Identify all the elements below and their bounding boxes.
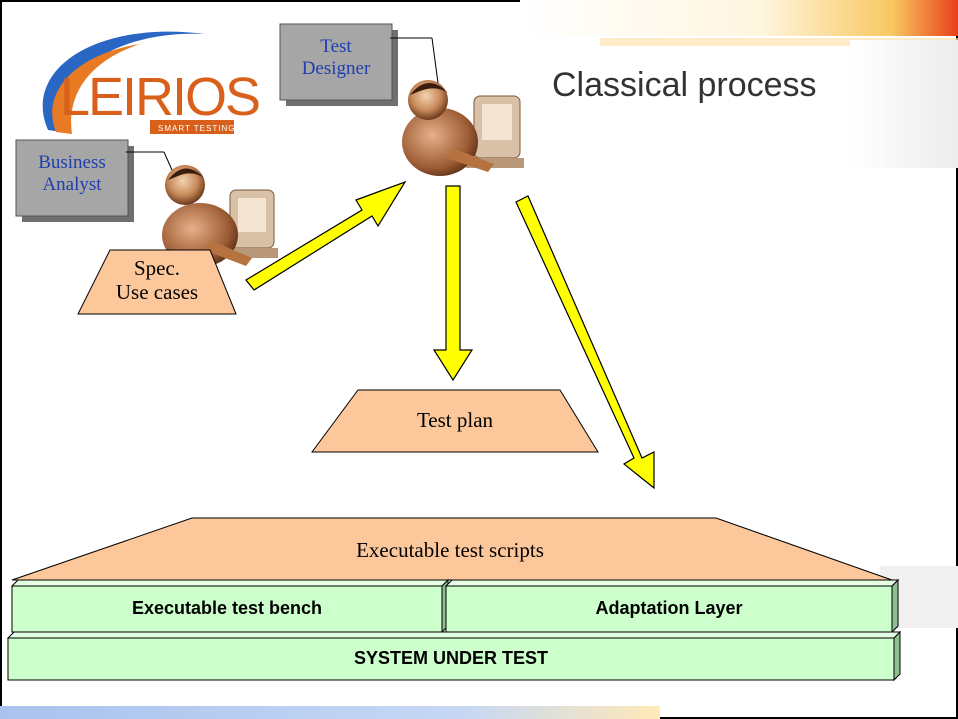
business-analyst-label-line1: Business [38,152,106,173]
test-designer-note [279,23,393,101]
spec-label-line2: Use cases [115,280,199,305]
test-bench-label: Executable test bench [131,598,323,618]
business-analyst-label: Business Analyst [16,152,128,196]
person-at-computer-icon [402,80,524,176]
right-decor-band [850,40,958,168]
logo-swoosh-blue [42,31,205,132]
arrow-icon [515,195,655,490]
bottom-decor-bar [0,706,660,719]
arrow-icon [245,180,407,291]
top-decor-line [600,38,958,46]
test-bench-block [10,578,450,634]
spec-trapezoid [77,249,237,315]
spec-label-line1: Spec. [133,256,181,280]
logo-wordmark: LEIRIOS [60,67,261,127]
business-analyst-note [15,139,129,217]
adaptation-layer-label: Adaptation Layer [595,598,743,618]
logo-swoosh-orange [52,44,140,134]
slide-title: Classical process [552,66,817,104]
test-designer-label-line1: Test [320,36,352,57]
logo-tagline: SMART TESTING [158,124,236,133]
test-designer-label: Test Designer [280,36,392,80]
business-analyst-label-line2: Analyst [42,173,102,195]
test-designer-label-line2: Designer [301,57,371,79]
test-plan-label: Test plan [416,408,494,432]
spec-label: Spec. Use cases [92,256,222,304]
logo-tag-bar [150,120,234,134]
system-under-test-label: SYSTEM UNDER TEST [353,648,549,668]
top-decor-bar [520,0,958,36]
test-plan-trapezoid [311,389,599,453]
adaptation-layer-block [444,578,900,634]
executable-scripts-label: Executable test scripts [356,538,544,562]
person-at-computer-icon [162,165,278,267]
arrow-icon [432,185,474,382]
system-under-test-block [6,630,902,682]
